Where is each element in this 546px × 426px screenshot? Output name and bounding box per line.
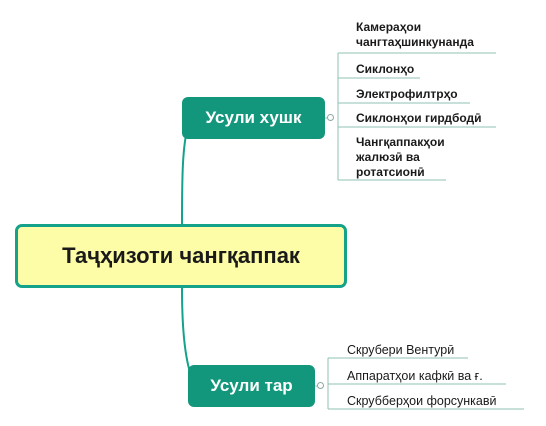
- leaf-nozzle-scrubbers[interactable]: Скруббeрҳои форсункавӣ: [347, 394, 497, 408]
- leaf-louver-rotary-collectors[interactable]: Чангқаппакҳои жалюзӣ ва ротатсионӣ: [356, 135, 445, 179]
- collapse-toggle-icon[interactable]: [327, 114, 334, 121]
- leaf-electrofilters[interactable]: Электрофилтрҳо: [356, 87, 458, 101]
- branch-wet-label: Усули тар: [210, 376, 293, 395]
- branch-dry-label: Усули хушк: [205, 108, 302, 127]
- leaf-vortex-cyclones[interactable]: Сиклонҳои гирдбодӣ: [356, 111, 482, 125]
- branch-wet-method[interactable]: Усули тар: [188, 365, 315, 407]
- root-label: Таҷҳизоти чангқаппак: [62, 243, 300, 268]
- leaf-cyclones[interactable]: Сиклонҳо: [356, 62, 415, 76]
- leaf-venturi-scrubber[interactable]: Скрубери Вентурӣ: [347, 343, 455, 357]
- branch-dry-method[interactable]: Усули хушк: [182, 97, 325, 139]
- collapse-toggle-icon[interactable]: [317, 382, 324, 389]
- leaf-foam-apparatus[interactable]: Аппаратҳои кафкӣ ва ғ.: [347, 369, 483, 383]
- root-node[interactable]: Таҷҳизоти чангқаппак: [15, 224, 347, 288]
- leaf-dust-settling-chambers[interactable]: Камераҳои чангтаҳшинкунанда: [356, 20, 474, 49]
